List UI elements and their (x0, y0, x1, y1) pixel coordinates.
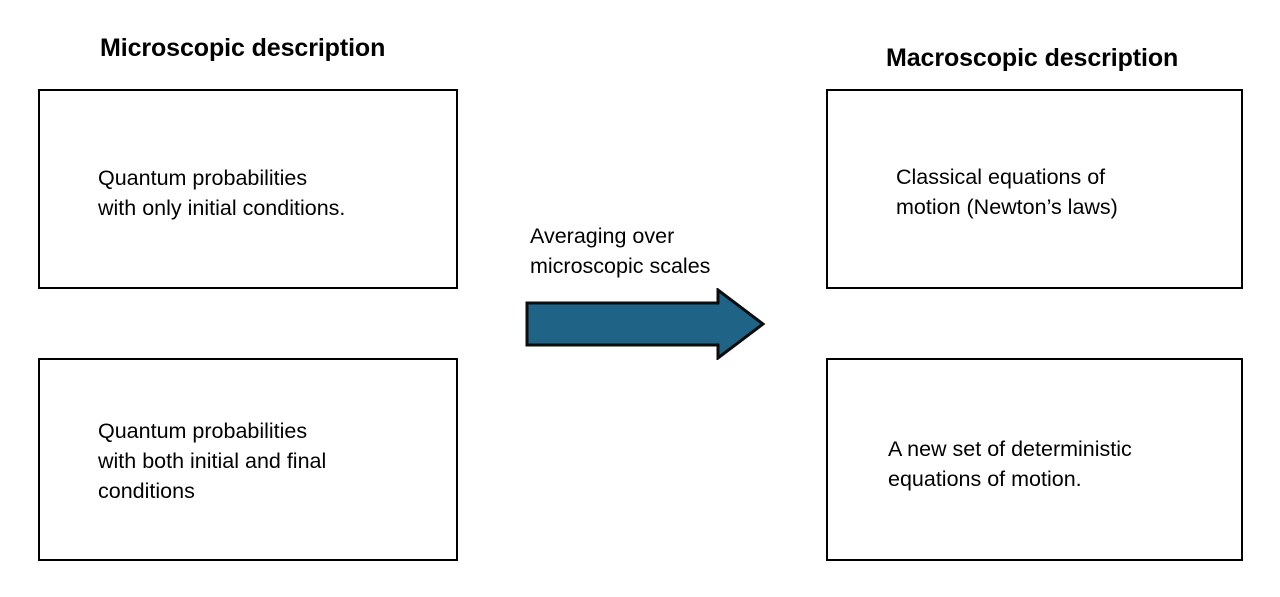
box-text: Quantum probabilities with both initial … (98, 418, 327, 503)
box-text: A new set of deterministic equations of … (888, 436, 1132, 491)
box-microscopic-initial-and-final-conditions: Quantum probabilities with both initial … (38, 358, 458, 561)
right-arrow-shape (525, 288, 766, 360)
column-heading-microscopic: Microscopic description (100, 34, 386, 62)
box-text: Quantum probabilities with only initial … (98, 166, 346, 220)
box-text: Classical equations of motion (Newton’s … (896, 165, 1118, 219)
box-macroscopic-deterministic-equations: A new set of deterministic equations of … (826, 358, 1243, 561)
column-heading-macroscopic: Macroscopic description (886, 44, 1179, 72)
box-microscopic-initial-conditions: Quantum probabilities with only initial … (38, 89, 458, 289)
right-arrow-icon (525, 288, 766, 360)
transition-label: Averaging over microscopic scales (530, 224, 711, 278)
box-macroscopic-classical-equations: Classical equations of motion (Newton’s … (826, 89, 1243, 289)
